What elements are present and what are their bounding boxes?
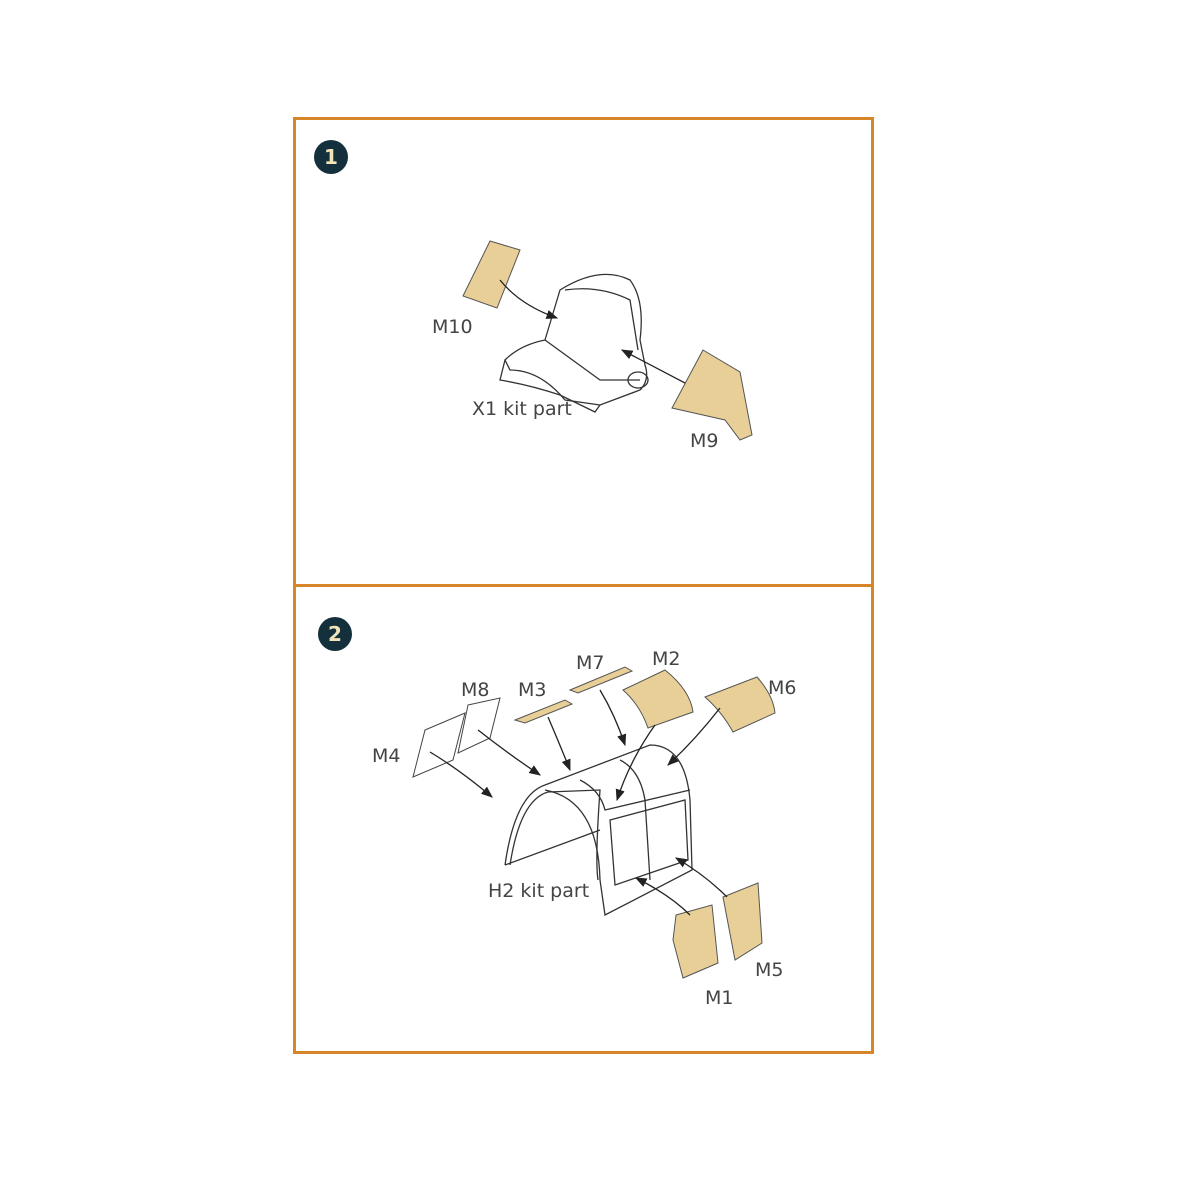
arrow-m10 (499, 279, 559, 319)
mask-m10-shape (462, 240, 521, 309)
mask-m2-shape (622, 669, 694, 729)
mask-m4-label: M4 (372, 745, 400, 767)
h2-kit-part-shape (504, 744, 693, 916)
mask-m5-shape (722, 882, 763, 961)
mask-m7-shape (568, 666, 634, 694)
mask-m3-shape (513, 699, 574, 724)
mask-m8-label: M8 (461, 679, 489, 701)
mask-m6-shape (704, 676, 776, 733)
step-1-diagram: M10 X1 kit part M9 (432, 240, 753, 452)
arrow-m6 (667, 707, 721, 766)
h2-kit-part-label: H2 kit part (488, 880, 589, 902)
mask-m3-label: M3 (518, 679, 546, 701)
mask-m9-label: M9 (690, 430, 718, 452)
mask-m8-shape (457, 697, 501, 754)
mask-m10-label: M10 (432, 316, 473, 338)
arrow-m8 (477, 729, 541, 776)
mask-m1-label: M1 (705, 987, 733, 1009)
arrow-m5 (674, 857, 728, 898)
mask-m1-shape (672, 904, 719, 979)
mask-m6-label: M6 (768, 677, 796, 699)
mask-m5-label: M5 (755, 959, 783, 981)
x1-kit-part-shape (499, 273, 649, 413)
arrow-m2 (615, 724, 656, 802)
arrow-m3 (547, 716, 571, 772)
step-1-panel: 1 M10 X1 kit part M9 (293, 117, 874, 587)
mask-m4-shape (412, 712, 466, 778)
x1-kit-part-label: X1 kit part (472, 398, 572, 420)
arrow-m9 (620, 349, 686, 384)
mask-m9-shape (671, 349, 753, 441)
arrow-m1 (634, 877, 691, 916)
step-2-diagram: M8 M3 M7 M2 M6 M4 H2 kit part M5 M1 (372, 648, 796, 1009)
arrow-m7 (599, 689, 627, 747)
step-1-badge: 1 (314, 140, 348, 174)
mask-m7-label: M7 (576, 652, 604, 674)
step-2-panel: 2 (293, 584, 874, 1054)
step-2-badge: 2 (318, 617, 352, 651)
arrow-m4 (429, 751, 493, 798)
mask-m2-label: M2 (652, 648, 680, 670)
